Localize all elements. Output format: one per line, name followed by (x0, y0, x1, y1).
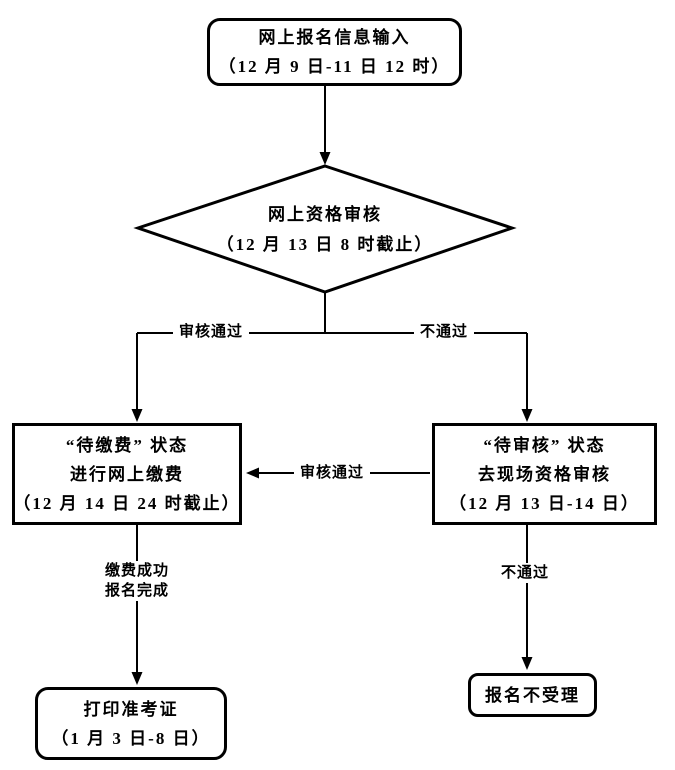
arrowhead-down (521, 657, 533, 670)
edge-label-line: 报名完成 (104, 583, 170, 599)
node-text-line: 去现场资格审核 (478, 464, 611, 484)
node-rejected: 报名不受理 (468, 673, 597, 717)
node-pending-payment: “待缴费” 状态 进行网上缴费 （12 月 14 日 24 时截止） (12, 423, 242, 525)
node-text-line: （12 月 9 日-11 日 12 时） (218, 57, 451, 76)
node-online-input: 网上报名信息输入 （12 月 9 日-11 日 12 时） (207, 18, 462, 86)
node-online-review: 网上资格审核 （12 月 13 日 8 时截止） (185, 197, 465, 263)
node-text-line: （12 月 14 日 24 时截止） (13, 493, 241, 513)
node-text-line: （12 月 13 日-14 日） (449, 493, 640, 513)
edge-label-payment-success: 缴费成功 报名完成 (98, 561, 176, 601)
node-text-line: “待审核” 状态 (483, 435, 606, 455)
arrowhead-down (131, 409, 143, 422)
node-text-line: 网上资格审核 (268, 205, 382, 224)
node-text-line: 报名不受理 (485, 685, 580, 705)
edge-label-review-pass: 审核通过 (172, 322, 250, 342)
arrowhead-left (246, 467, 259, 479)
node-text-line: 网上报名信息输入 (258, 28, 411, 47)
arrowhead-down (319, 152, 331, 165)
node-text-line: （12 月 13 日 8 时截止） (216, 235, 434, 254)
node-text-line: “待缴费” 状态 (65, 435, 189, 455)
edge-label-review-fail: 不通过 (413, 322, 475, 342)
node-pending-onsite: “待审核” 状态 去现场资格审核 （12 月 13 日-14 日） (432, 423, 657, 525)
node-text-line: （1 月 3 日-8 日） (51, 728, 211, 748)
edge-label-onsite-pass: 审核通过 (293, 463, 371, 483)
arrowhead-down (521, 409, 533, 422)
node-text-line: 打印准考证 (83, 699, 179, 719)
edge-label-line: 缴费成功 (104, 563, 170, 579)
node-text-line: 进行网上缴费 (70, 464, 184, 484)
edge-label-onsite-fail: 不通过 (494, 563, 556, 583)
arrowhead-down (131, 672, 143, 685)
node-print-ticket: 打印准考证 （1 月 3 日-8 日） (35, 687, 227, 760)
